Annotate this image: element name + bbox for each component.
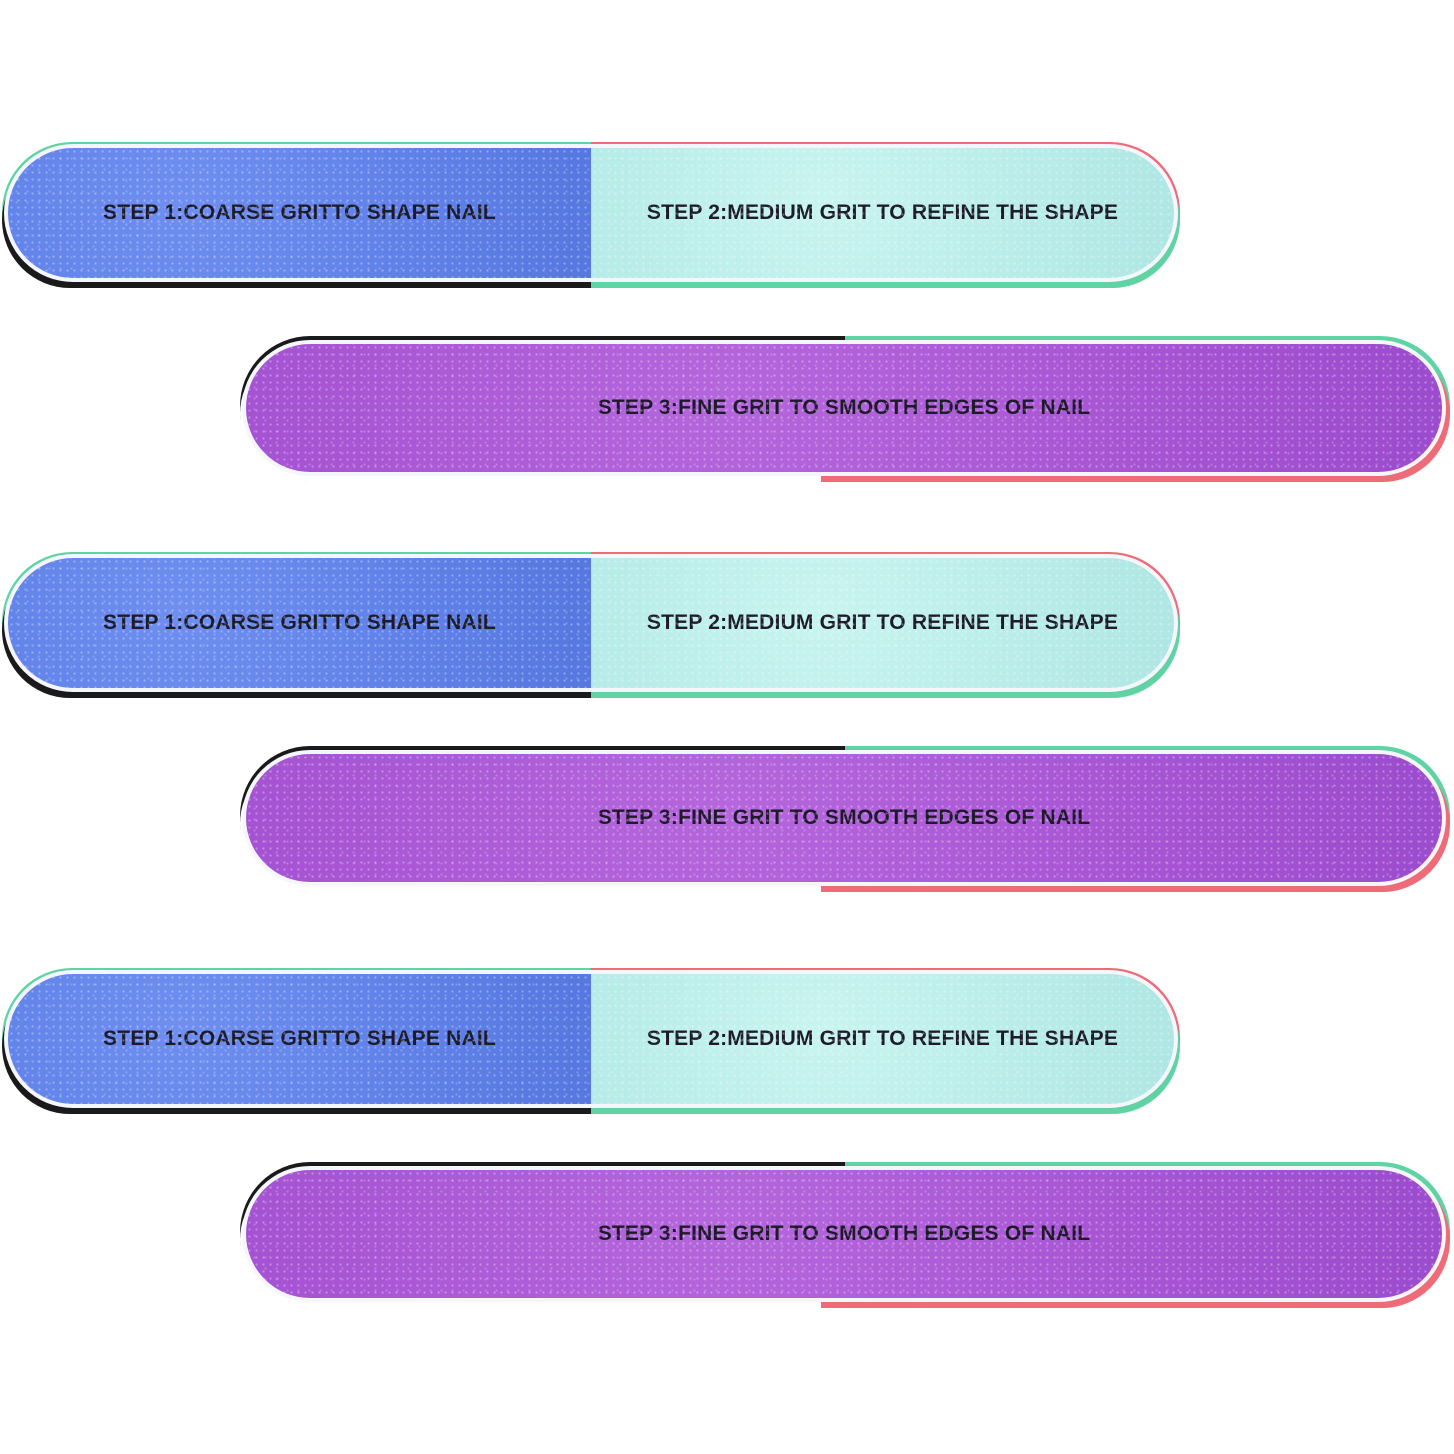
fine-grit-segment: STEP 3:FINE GRIT TO SMOOTH EDGES OF NAIL xyxy=(246,344,1442,472)
step1-label: STEP 1:COARSE GRITTO SHAPE NAIL xyxy=(103,201,496,224)
medium-grit-segment: STEP 2:MEDIUM GRIT TO REFINE THE SHAPE xyxy=(591,974,1174,1104)
nail-file-face: STEP 3:FINE GRIT TO SMOOTH EDGES OF NAIL xyxy=(246,344,1442,472)
nail-file-1: STEP 1:COARSE GRITTO SHAPE NAIL STEP 2:M… xyxy=(2,142,1180,288)
step2-label: STEP 2:MEDIUM GRIT TO REFINE THE SHAPE xyxy=(646,1027,1119,1050)
nail-file-face: STEP 1:COARSE GRITTO SHAPE NAIL STEP 2:M… xyxy=(8,148,1174,278)
nail-file-4: STEP 3:FINE GRIT TO SMOOTH EDGES OF NAIL xyxy=(240,746,1450,892)
nail-file-face: STEP 1:COARSE GRITTO SHAPE NAIL STEP 2:M… xyxy=(8,558,1174,688)
nail-file-face: STEP 1:COARSE GRITTO SHAPE NAIL STEP 2:M… xyxy=(8,974,1174,1104)
nail-file-5: STEP 1:COARSE GRITTO SHAPE NAIL STEP 2:M… xyxy=(2,968,1180,1114)
medium-grit-segment: STEP 2:MEDIUM GRIT TO REFINE THE SHAPE xyxy=(591,148,1174,278)
nail-file-3: STEP 1:COARSE GRITTO SHAPE NAIL STEP 2:M… xyxy=(2,552,1180,698)
coarse-grit-segment: STEP 1:COARSE GRITTO SHAPE NAIL xyxy=(8,148,591,278)
nail-file-6: STEP 3:FINE GRIT TO SMOOTH EDGES OF NAIL xyxy=(240,1162,1450,1308)
coarse-grit-segment: STEP 1:COARSE GRITTO SHAPE NAIL xyxy=(8,974,591,1104)
step2-label: STEP 2:MEDIUM GRIT TO REFINE THE SHAPE xyxy=(646,201,1119,224)
fine-grit-segment: STEP 3:FINE GRIT TO SMOOTH EDGES OF NAIL xyxy=(246,754,1442,882)
fine-grit-segment: STEP 3:FINE GRIT TO SMOOTH EDGES OF NAIL xyxy=(246,1170,1442,1298)
medium-grit-segment: STEP 2:MEDIUM GRIT TO REFINE THE SHAPE xyxy=(591,558,1174,688)
nail-file-face: STEP 3:FINE GRIT TO SMOOTH EDGES OF NAIL xyxy=(246,754,1442,882)
step3-label: STEP 3:FINE GRIT TO SMOOTH EDGES OF NAIL xyxy=(597,806,1091,829)
coarse-grit-segment: STEP 1:COARSE GRITTO SHAPE NAIL xyxy=(8,558,591,688)
step1-label: STEP 1:COARSE GRITTO SHAPE NAIL xyxy=(103,1027,496,1050)
step2-label: STEP 2:MEDIUM GRIT TO REFINE THE SHAPE xyxy=(646,611,1119,634)
nail-file-face: STEP 3:FINE GRIT TO SMOOTH EDGES OF NAIL xyxy=(246,1170,1442,1298)
nail-file-2: STEP 3:FINE GRIT TO SMOOTH EDGES OF NAIL xyxy=(240,336,1450,482)
step3-label: STEP 3:FINE GRIT TO SMOOTH EDGES OF NAIL xyxy=(597,1222,1091,1245)
step3-label: STEP 3:FINE GRIT TO SMOOTH EDGES OF NAIL xyxy=(597,396,1091,419)
step1-label: STEP 1:COARSE GRITTO SHAPE NAIL xyxy=(103,611,496,634)
